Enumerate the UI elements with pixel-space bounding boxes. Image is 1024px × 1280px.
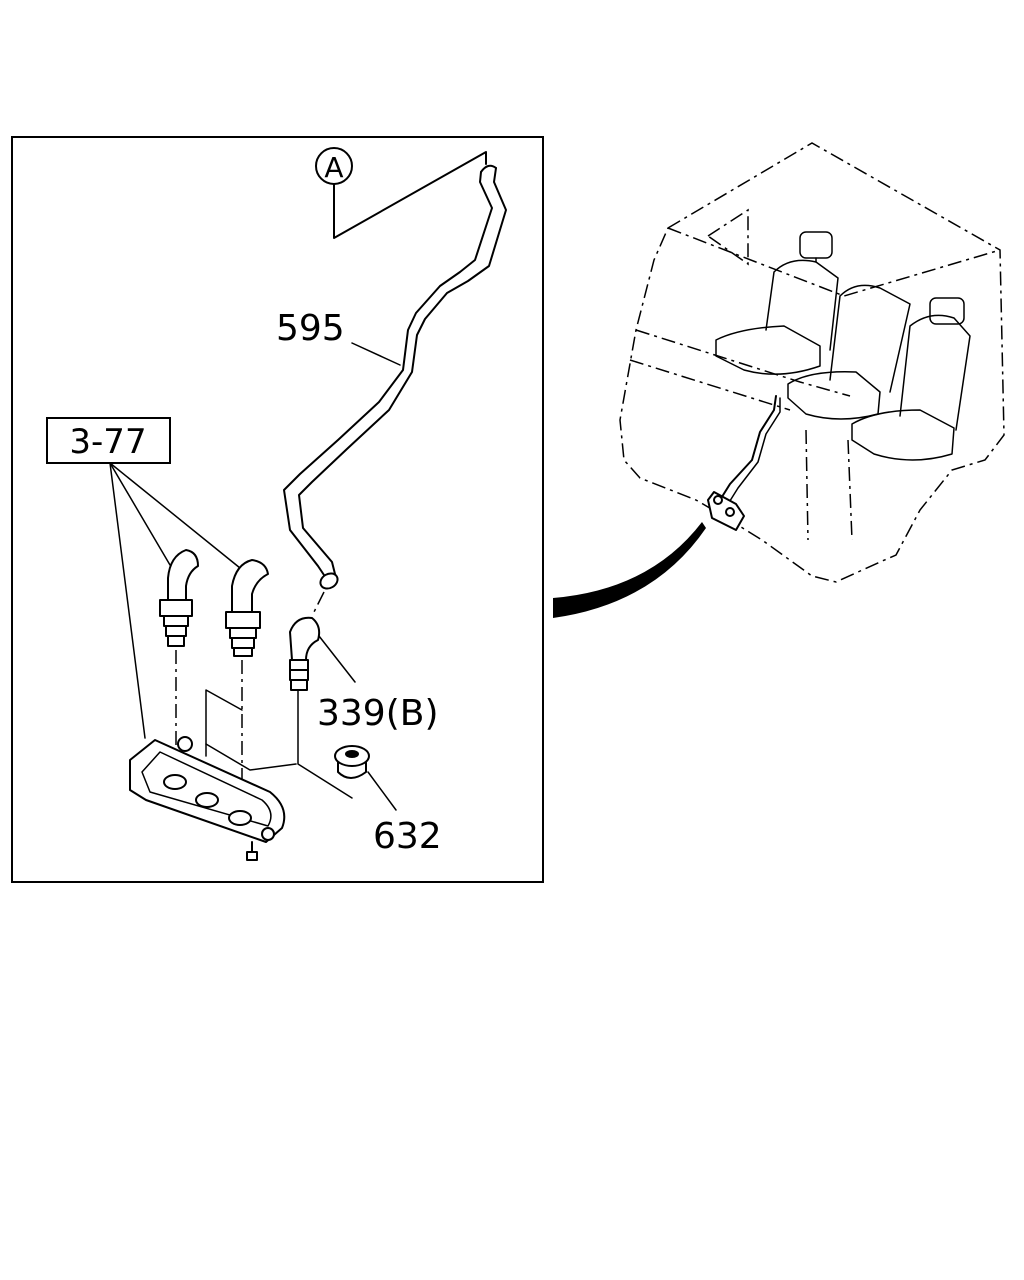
part-number-339b: 339(B) [317,693,439,734]
label-595: 595 [276,308,401,366]
elbow-connector-right [225,559,269,812]
seat-right [851,297,971,461]
vehicle-cabin [619,142,1005,583]
cabin-hose [707,395,781,531]
location-pointer [553,522,706,618]
grommet-632 [334,745,397,811]
seat-center [787,284,911,420]
routing-line-3 [205,743,297,771]
elbow-connector-left [159,549,199,780]
routing-line [205,689,243,757]
hose-595 [283,164,507,617]
routing-line-2 [297,689,353,799]
part-number-632: 632 [373,816,442,857]
seat-left [715,231,839,375]
reference-a: A [315,147,487,239]
reference-box-3-77: 3-77 [46,417,241,739]
detail-frame [11,136,544,883]
part-number-595: 595 [276,308,345,349]
connector-339b [289,616,356,691]
mounting-plate [129,736,286,861]
reference-a-label: A [324,151,343,184]
reference-box-label: 3-77 [69,422,146,462]
